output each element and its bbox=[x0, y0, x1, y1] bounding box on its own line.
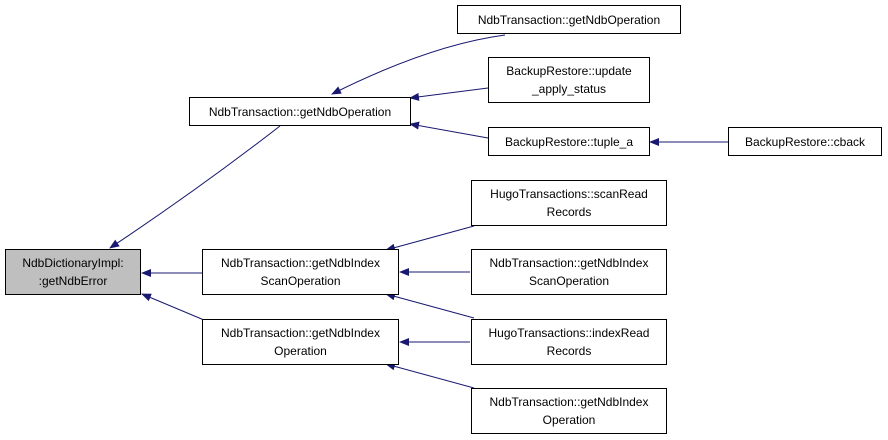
node-backuprestore-tuple-a[interactable]: BackupRestore::tuple_a bbox=[488, 127, 650, 156]
node-label-line2: _apply_status bbox=[531, 82, 607, 96]
node-label-line1: BackupRestore::tuple_a bbox=[504, 134, 634, 149]
node-label-line2: ScanOperation bbox=[528, 274, 610, 288]
node-label-line1: BackupRestore::cback bbox=[744, 134, 866, 149]
node-caller-ndbtransaction-getndboperation[interactable]: NdbTransaction::getNdbOperation bbox=[457, 5, 681, 34]
node-caller-ndbtransaction-getndbindexoperation[interactable]: NdbTransaction::getNdbIndex Operation bbox=[471, 388, 667, 434]
node-label-line2: :getNdbError bbox=[38, 274, 108, 288]
edge-getndboperation-caller-to-getndboperation bbox=[331, 34, 506, 95]
edge-scanreadrecords-to-getndbindexscanoperation bbox=[385, 225, 475, 252]
node-label-line2: Operation bbox=[542, 413, 596, 427]
node-label-line2: Records bbox=[546, 344, 592, 358]
edge-update-apply-status-to-getndboperation bbox=[409, 87, 489, 101]
node-label-line1: NdbTransaction::getNdbOperation bbox=[208, 104, 392, 119]
node-hugotransactions-indexreadrecords[interactable]: HugoTransactions::indexRead Records bbox=[471, 319, 667, 365]
node-caller-ndbtransaction-getndbindexscanoperation[interactable]: NdbTransaction::getNdbIndex ScanOperatio… bbox=[471, 249, 667, 295]
node-label-line1: HugoTransactions::scanRead bbox=[490, 187, 648, 201]
edge-tuple-a-to-getndboperation bbox=[409, 121, 489, 139]
edge-getndbindexoperation-caller-to-getndbindexoperation bbox=[385, 362, 475, 389]
node-label-line1: HugoTransactions::indexRead bbox=[488, 326, 650, 340]
node-label-line1: NdbTransaction::getNdbIndex bbox=[489, 395, 649, 409]
node-backuprestore-update-apply-status[interactable]: BackupRestore::update _apply_status bbox=[488, 57, 650, 103]
node-label-line1: NdbTransaction::getNdbIndex bbox=[489, 256, 649, 270]
node-ndbdictionaryimpl-getndberror[interactable]: NdbDictionaryImpl: :getNdbError bbox=[5, 249, 141, 295]
edge-indexreadrecords-to-getndbindexscanoperation bbox=[385, 292, 475, 319]
node-label-line1: NdbDictionaryImpl: bbox=[22, 256, 124, 270]
node-label-line1: NdbTransaction::getNdbIndex bbox=[221, 256, 380, 270]
node-label-line1: NdbTransaction::getNdbIndex bbox=[221, 326, 380, 340]
node-label-line1: BackupRestore::update bbox=[506, 64, 632, 78]
node-ndbtransaction-getndbindexoperation[interactable]: NdbTransaction::getNdbIndex Operation bbox=[202, 319, 399, 365]
node-hugotransactions-scanreadrecords[interactable]: HugoTransactions::scanRead Records bbox=[471, 180, 667, 226]
node-ndbtransaction-getndboperation[interactable]: NdbTransaction::getNdbOperation bbox=[189, 97, 411, 126]
node-label-line2: ScanOperation bbox=[260, 274, 341, 288]
node-label-line2: Operation bbox=[274, 344, 327, 358]
node-label-line2: Records bbox=[546, 205, 592, 219]
node-ndbtransaction-getndbindexscanoperation[interactable]: NdbTransaction::getNdbIndex ScanOperatio… bbox=[202, 249, 399, 295]
node-label-line1: NdbTransaction::getNdbOperation bbox=[477, 12, 661, 27]
node-backuprestore-cback[interactable]: BackupRestore::cback bbox=[728, 127, 882, 156]
edge-getndboperation-to-getndberror bbox=[109, 125, 281, 249]
edge-getndbindexoperation-to-getndberror bbox=[141, 293, 205, 321]
